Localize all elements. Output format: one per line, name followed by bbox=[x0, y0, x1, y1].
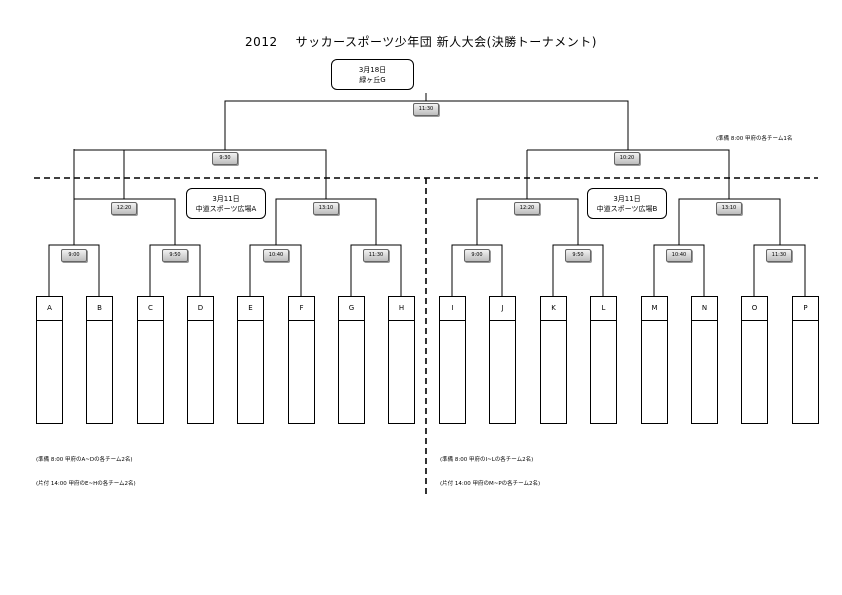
r1-1-connector bbox=[48, 244, 100, 296]
qf-1-connector bbox=[73, 198, 176, 245]
title-name: サッカースポーツ少年団 新人大会(決勝トーナメント) bbox=[295, 35, 597, 49]
qf-2-connector bbox=[275, 198, 377, 245]
team-g-label: G bbox=[339, 297, 364, 321]
team-k: K bbox=[540, 296, 567, 424]
r1-8-connector bbox=[753, 244, 806, 296]
time-r1-4: 11:30 bbox=[363, 249, 389, 262]
r1-2-connector bbox=[149, 244, 201, 296]
team-m: M bbox=[641, 296, 668, 424]
team-c: C bbox=[137, 296, 164, 424]
r1-6-connector bbox=[552, 244, 604, 296]
time-semi-left: 9:30 bbox=[212, 152, 238, 165]
r1-4-connector bbox=[350, 244, 402, 296]
team-f: F bbox=[288, 296, 315, 424]
team-p: P bbox=[792, 296, 819, 424]
venue-a-place: 中道スポーツ広場A bbox=[195, 205, 257, 213]
r1-7-connector bbox=[653, 244, 705, 296]
time-semi-right: 10:20 bbox=[614, 152, 640, 165]
team-e: E bbox=[237, 296, 264, 424]
time-r1-7: 10:40 bbox=[666, 249, 692, 262]
final-venue-place: 緑ヶ丘G bbox=[359, 76, 386, 84]
time-r1-6: 9:50 bbox=[565, 249, 591, 262]
time-qf-3: 12:20 bbox=[514, 202, 540, 215]
final-venue-date: 3月18日 bbox=[358, 66, 387, 74]
time-r1-8: 11:30 bbox=[766, 249, 792, 262]
team-j: J bbox=[489, 296, 516, 424]
team-b-label: B bbox=[87, 297, 112, 321]
team-l: L bbox=[590, 296, 617, 424]
venue-a-date: 3月11日 bbox=[212, 195, 240, 203]
team-o-label: O bbox=[742, 297, 767, 321]
team-p-label: P bbox=[793, 297, 818, 321]
qf-3-connector bbox=[476, 198, 579, 245]
team-h-label: H bbox=[389, 297, 414, 321]
team-i-label: I bbox=[440, 297, 465, 321]
team-c-label: C bbox=[138, 297, 163, 321]
team-n-label: N bbox=[692, 297, 717, 321]
team-d-label: D bbox=[188, 297, 213, 321]
note-right-prep: (準備 8:00 甲府のI~Lの各チーム2名) bbox=[440, 457, 534, 463]
note-right-cleanup: (片付 14:00 甲府のM~Pの各チーム2名) bbox=[440, 481, 541, 487]
team-n: N bbox=[691, 296, 718, 424]
note-final-prep: (準備 8:00 甲府の各チーム1名 bbox=[716, 136, 793, 142]
team-f-label: F bbox=[289, 297, 314, 321]
final-venue-box: 3月18日 緑ヶ丘G bbox=[331, 59, 414, 90]
time-r1-2: 9:50 bbox=[162, 249, 188, 262]
time-r1-3: 10:40 bbox=[263, 249, 289, 262]
time-qf-4: 13:10 bbox=[716, 202, 742, 215]
venue-b-box: 3月11日 中道スポーツ広場B bbox=[587, 188, 667, 219]
team-j-label: J bbox=[490, 297, 515, 321]
team-l-label: L bbox=[591, 297, 616, 321]
qf-4-connector bbox=[678, 198, 781, 245]
semi-right-connector bbox=[527, 149, 730, 199]
team-b: B bbox=[86, 296, 113, 424]
team-e-label: E bbox=[238, 297, 263, 321]
r1-3-connector bbox=[249, 244, 302, 296]
page-title: 2012 サッカースポーツ少年団 新人大会(決勝トーナメント) bbox=[0, 33, 842, 50]
team-a: A bbox=[36, 296, 63, 424]
team-i: I bbox=[439, 296, 466, 424]
note-left-prep: (準備 8:00 甲府のA~Dの各チーム2名) bbox=[36, 457, 133, 463]
r1-5-connector bbox=[451, 244, 503, 296]
team-o: O bbox=[741, 296, 768, 424]
team-m-label: M bbox=[642, 297, 667, 321]
time-r1-1: 9:00 bbox=[61, 249, 87, 262]
time-qf-2: 13:10 bbox=[313, 202, 339, 215]
venue-b-place: 中道スポーツ広場B bbox=[596, 205, 658, 213]
semi-left-connector bbox=[73, 149, 327, 245]
team-k-label: K bbox=[541, 297, 566, 321]
note-left-cleanup: (片付 14:00 甲府のE~Hの各チーム2名) bbox=[36, 481, 136, 487]
venue-a-box: 3月11日 中道スポーツ広場A bbox=[186, 188, 266, 219]
team-g: G bbox=[338, 296, 365, 424]
team-a-label: A bbox=[37, 297, 62, 321]
team-d: D bbox=[187, 296, 214, 424]
time-final: 11:30 bbox=[413, 103, 439, 116]
time-qf-1: 12:20 bbox=[111, 202, 137, 215]
team-h: H bbox=[388, 296, 415, 424]
venue-b-date: 3月11日 bbox=[613, 195, 641, 203]
time-r1-5: 9:00 bbox=[464, 249, 490, 262]
title-year: 2012 bbox=[245, 35, 278, 49]
